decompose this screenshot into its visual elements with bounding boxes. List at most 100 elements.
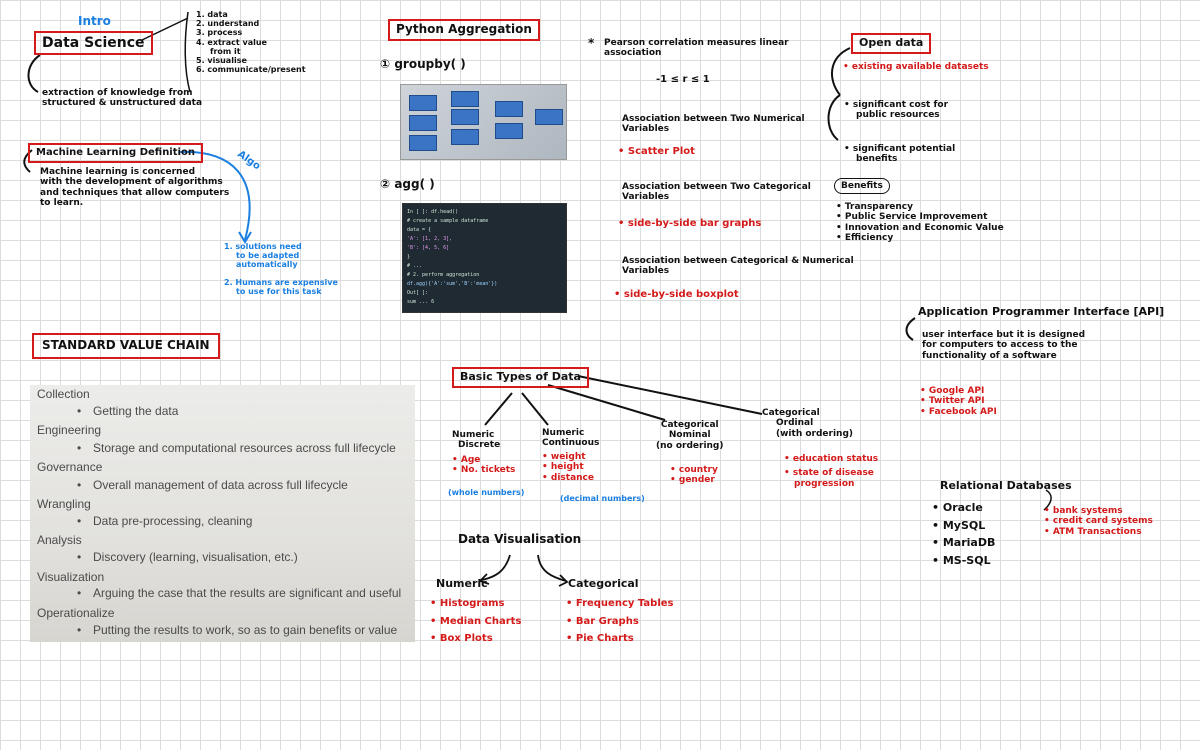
ml-note-line: automatically: [236, 260, 298, 270]
step-item: from it: [210, 46, 241, 56]
code-line: Out[ ]:: [407, 290, 429, 296]
type-label: (with ordering): [776, 428, 854, 439]
viz-categorical-list: • Frequency Tables • Bar Graphs • Pie Ch…: [566, 598, 674, 645]
assoc-label-line: Association between Categorical & Numeri…: [622, 256, 854, 266]
type-example: • weight: [542, 452, 586, 462]
ml-notes: 1. solutions need to be adapted automati…: [224, 242, 338, 296]
ml-note-line: 1. solutions need: [224, 242, 302, 251]
benefit-item: • Innovation and Economic Value: [836, 222, 1004, 233]
db-use: • ATM Transactions: [1044, 526, 1142, 537]
viz-item: • Histograms: [430, 598, 505, 609]
chain-bullet: Getting the data: [77, 404, 178, 418]
data-science-tag: Intro: [78, 14, 111, 28]
code-line: df.agg({'A':'sum','B':'mean'}): [407, 281, 498, 287]
api-example: • Facebook API: [920, 406, 997, 417]
pearson-line: Pearson correlation measures linear: [604, 38, 789, 48]
data-science-title: Data Science: [34, 31, 153, 56]
chain-bullet: Arguing the case that the results are si…: [77, 586, 401, 600]
decimal-numbers-note: (decimal numbers): [560, 494, 645, 503]
viz-numeric-list: • Histograms • Median Charts • Box Plots: [430, 598, 521, 645]
categorical-ordinal: Categorical Ordinal (with ordering): [762, 408, 853, 439]
code-line: # 2. perform aggregation: [407, 272, 480, 278]
chain-bullet: Overall management of data across full l…: [77, 478, 348, 492]
chain-bullet: Discovery (learning, visualisation, etc.…: [77, 550, 298, 564]
pearson-range: -1 ≤ r ≤ 1: [656, 74, 710, 85]
boxplot-item: • side-by-side boxplot: [614, 289, 739, 300]
assoc-label-line: Variables: [622, 266, 670, 277]
type-label: Continuous: [542, 438, 600, 449]
api-title: Application Programmer Interface [API]: [918, 305, 1165, 318]
num-num-label: Association between Two Numerical Variab…: [622, 114, 805, 135]
type-example: • state of disease: [784, 468, 874, 479]
cat-cat-label: Association between Two Categorical Vari…: [622, 182, 811, 203]
type-example: • Age: [452, 455, 481, 465]
type-example: • country: [670, 465, 718, 475]
step-item: 4. extract value: [196, 37, 267, 47]
type-example: • distance: [542, 472, 594, 483]
benefit-item: • Transparency: [836, 202, 913, 212]
code-line: 'B': [4, 5, 6]: [407, 245, 450, 251]
pearson-header: Pearson correlation measures linear asso…: [604, 38, 789, 59]
ml-description: Machine learning is concerned with the d…: [40, 167, 229, 208]
api-examples: • Google API • Twitter API • Facebook AP…: [920, 386, 997, 417]
data-science-desc-line: extraction of knowledge from: [42, 88, 193, 98]
numeric-discrete-examples: • Age • No. tickets: [452, 455, 515, 476]
benefit-item: • Efficiency: [836, 233, 894, 244]
chain-heading: Visualization: [37, 570, 105, 584]
groupby-label: ① groupby( ): [380, 57, 466, 71]
viz-item: • Median Charts: [430, 615, 522, 627]
chain-bullet: Data pre-processing, cleaning: [77, 514, 252, 528]
api-example: • Twitter API: [920, 396, 985, 407]
standard-value-chain-title: STANDARD VALUE CHAIN: [32, 333, 220, 359]
bar-graphs-item: • side-by-side bar graphs: [618, 218, 762, 229]
type-example: • education status: [784, 454, 879, 464]
type-example: • gender: [670, 475, 715, 486]
ml-note-line: 2. Humans are expensive: [224, 277, 338, 287]
chain-heading: Operationalize: [37, 606, 115, 620]
relational-db-title: Relational Databases: [940, 479, 1072, 492]
viz-categorical-title: Categorical: [568, 577, 639, 590]
chain-heading: Engineering: [37, 423, 102, 437]
step-item: 2. understand: [196, 19, 260, 29]
api-desc-line: functionality of a software: [922, 350, 1057, 361]
cat-num-label: Association between Categorical & Numeri…: [622, 256, 854, 277]
step-item: 6. communicate/present: [196, 65, 306, 75]
db-item: • Oracle: [932, 501, 983, 514]
open-data-bullet: • existing available datasets: [843, 62, 989, 72]
data-visualisation-title: Data Visualisation: [458, 532, 582, 546]
open-data-line: benefits: [856, 154, 898, 165]
step-item: 5. visualise: [196, 55, 247, 65]
db-item: • MariaDB: [932, 536, 996, 550]
whole-numbers-note: (whole numbers): [448, 488, 525, 497]
basic-types-title: Basic Types of Data: [452, 367, 589, 388]
svg-text:*: *: [588, 36, 595, 50]
type-label: Discrete: [458, 440, 501, 451]
type-label: (no ordering): [656, 440, 724, 451]
api-desc-line: for computers to access to the: [922, 340, 1078, 351]
code-line: sum ... 6: [407, 299, 435, 305]
db-item: • MySQL: [932, 518, 986, 532]
step-item: 3. process: [196, 28, 243, 38]
assoc-label-line: Variables: [622, 192, 670, 203]
type-example: • No. tickets: [452, 465, 516, 476]
viz-item: • Pie Charts: [566, 633, 634, 644]
viz-item: • Frequency Tables: [566, 598, 674, 609]
open-data-line: • significant potential: [844, 144, 956, 154]
chain-heading: Analysis: [37, 533, 82, 547]
agg-code-screenshot: In [ ]: df.head() # create a sample data…: [402, 203, 567, 313]
ml-title: Machine Learning Definition: [28, 143, 203, 163]
numeric-continuous: Numeric Continuous: [542, 428, 599, 449]
categorical-ordinal-examples: • education status • state of disease pr…: [784, 454, 878, 489]
benefit-item: • Public Service Improvement: [836, 212, 988, 223]
open-data-title: Open data: [851, 33, 932, 54]
chain-bullet: Storage and computational resources acro…: [77, 441, 396, 455]
numeric-continuous-examples: • weight • height • distance: [542, 452, 594, 483]
python-aggregation-title: Python Aggregation: [388, 19, 540, 41]
viz-item: • Bar Graphs: [566, 615, 639, 627]
api-description: user interface but it is designed for co…: [922, 330, 1085, 361]
db-item: • MS-SQL: [932, 553, 991, 567]
chain-heading: Governance: [37, 460, 103, 474]
categorical-nominal-examples: • country • gender: [670, 465, 718, 486]
db-use: • bank systems: [1044, 506, 1123, 516]
code-line: }: [407, 254, 411, 260]
